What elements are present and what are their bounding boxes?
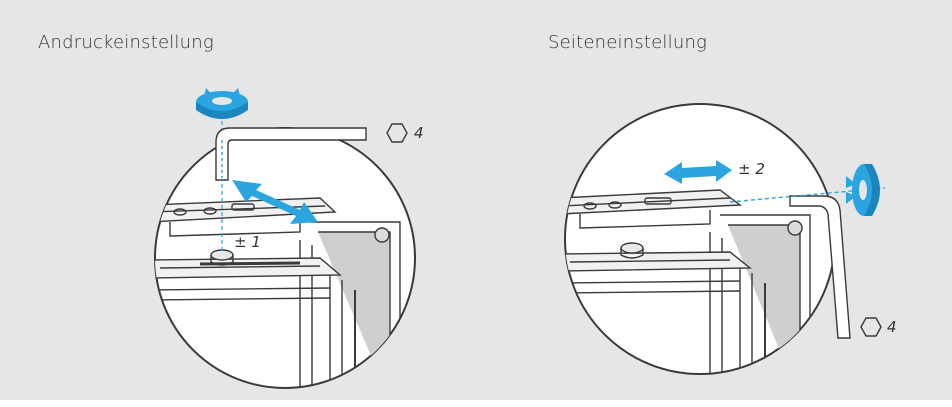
right-hex-key-size: 4: [887, 318, 897, 336]
right-panel-title: Seiteneinstellung: [548, 32, 708, 53]
left-hex-key-size: 4: [414, 124, 424, 142]
left-hex-nut-icon: [386, 123, 408, 143]
right-magnifier: [564, 103, 836, 375]
left-hex-key-icon: [215, 127, 367, 181]
right-hex-nut-icon: [860, 317, 882, 337]
right-double-arrow-icon: [664, 160, 732, 184]
right-tolerance-label: ± 2: [738, 160, 765, 178]
left-rotation-arrow-icon: [196, 88, 248, 119]
right-rotation-arrow-icon: [846, 164, 880, 216]
left-magnifier: [154, 100, 416, 389]
right-mechanism: [565, 189, 811, 374]
left-double-arrow-icon: [232, 180, 318, 224]
left-tolerance-label: ± 1: [234, 233, 261, 251]
left-panel-title: Andruckeinstellung: [38, 32, 214, 53]
